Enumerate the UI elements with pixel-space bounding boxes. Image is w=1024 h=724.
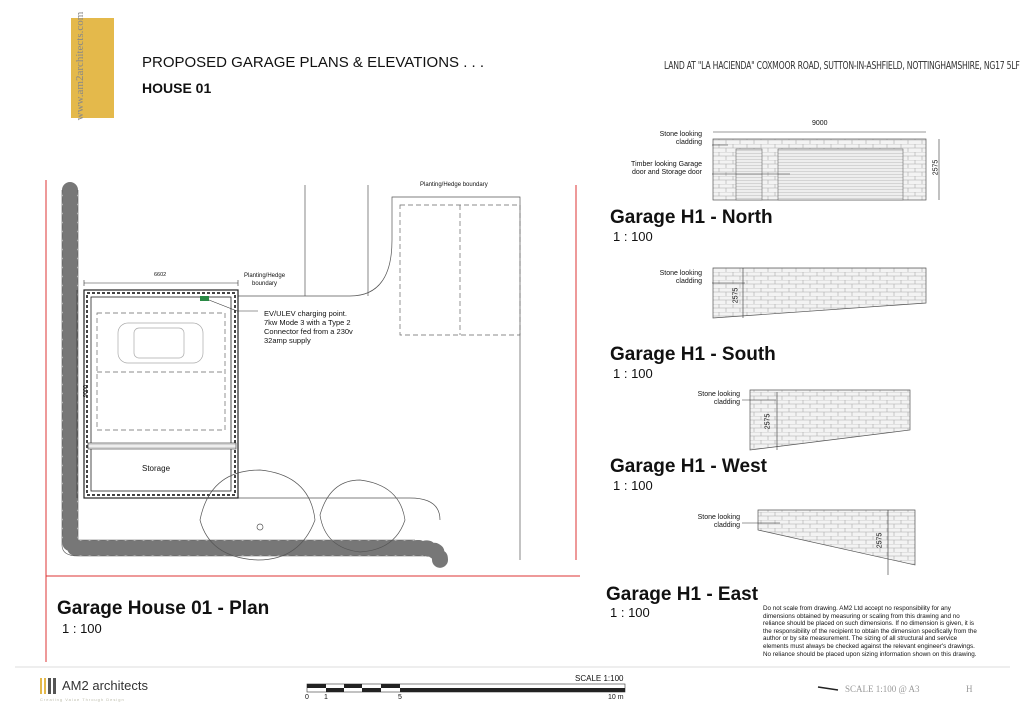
- east-title: Garage H1 - East: [606, 584, 759, 605]
- north-label-cladding: Stone looking cladding: [659, 131, 702, 146]
- sheet-subtitle: HOUSE 01: [142, 80, 212, 96]
- hedge-label: Planting/Hedge boundary: [420, 182, 488, 188]
- brand-tag: [71, 18, 114, 118]
- width-dimension: 6602: [154, 272, 167, 278]
- sheet-ref: H: [966, 684, 973, 694]
- scalebar-tick: 0: [305, 694, 309, 701]
- west-label-cladding: Stone looking cladding: [697, 391, 740, 406]
- sheet-scale: SCALE 1:100 @ A3: [845, 684, 920, 694]
- west-scale: 1 : 100: [613, 478, 653, 493]
- hedge-planting: [62, 182, 448, 568]
- east-label-cladding: Stone looking cladding: [697, 514, 740, 529]
- south-height-dim: 2575: [732, 287, 740, 304]
- sheet-title: PROPOSED GARAGE PLANS & ELEVATIONS . . .: [142, 54, 485, 71]
- north-height-dim: 2575: [932, 159, 940, 176]
- scalebar-label: SCALE 1:100: [575, 674, 624, 683]
- scalebar-tick: 5: [398, 694, 402, 701]
- plan-title: Garage House 01 - Plan: [57, 598, 270, 619]
- ev-note-line: 32amp supply: [264, 336, 311, 345]
- south-elevation: [712, 267, 927, 319]
- east-height-dim: 2575: [876, 532, 884, 549]
- east-elevation: [742, 509, 916, 575]
- south-scale: 1 : 100: [613, 366, 653, 381]
- garage-plan: [76, 280, 258, 499]
- south-label-cladding: Stone looking cladding: [659, 270, 702, 285]
- north-elevation: [712, 131, 940, 201]
- tree-symbols: [199, 469, 406, 561]
- north-scale: 1 : 100: [613, 229, 653, 244]
- scalebar-tick: 1: [324, 694, 328, 701]
- ev-charger-icon: [200, 296, 209, 301]
- north-arrow-icon: [817, 686, 839, 691]
- scale-bar: [306, 683, 626, 693]
- south-title: Garage H1 - South: [610, 344, 776, 365]
- west-elevation: [742, 389, 911, 451]
- site-boundary: [45, 180, 580, 662]
- plan-scale: 1 : 100: [62, 621, 102, 636]
- ev-note: EV/ULEV charging point. 7kw Mode 3 with …: [264, 309, 353, 345]
- logo-tagline: Creating Value Through Design: [40, 697, 125, 702]
- ev-note-line: 7kw Mode 3 with a Type 2: [264, 318, 351, 327]
- site-address: LAND AT "LA HACIENDA" COXMOOR ROAD, SUTT…: [664, 59, 1020, 72]
- disclaimer-note: Do not scale from drawing. AM2 Ltd accep…: [763, 605, 977, 658]
- east-scale: 1 : 100: [610, 605, 650, 620]
- logo-mark: [40, 678, 56, 694]
- site-lines: [238, 185, 521, 560]
- ev-note-line: Connector fed from a 230v: [264, 327, 353, 336]
- north-label-doors: Timber looking Garage door and Storage d…: [631, 161, 702, 176]
- north-width-dim: 9000: [812, 120, 828, 127]
- car-icon: [117, 322, 204, 364]
- ev-note-line: EV/ULEV charging point.: [264, 309, 347, 318]
- parking-bays: [96, 204, 521, 431]
- logo-text: AM2 architects: [62, 678, 148, 693]
- west-height-dim: 2575: [764, 413, 772, 430]
- depth-dimension: 9000: [83, 384, 90, 398]
- storage-label: Storage: [142, 464, 171, 473]
- west-title: Garage H1 - West: [610, 456, 767, 477]
- north-title: Garage H1 - North: [610, 207, 773, 228]
- scalebar-tick: 10 m: [608, 694, 624, 701]
- website: www.am2architects.com: [74, 11, 86, 121]
- hedge-label-short: Planting/Hedge boundary: [244, 273, 286, 287]
